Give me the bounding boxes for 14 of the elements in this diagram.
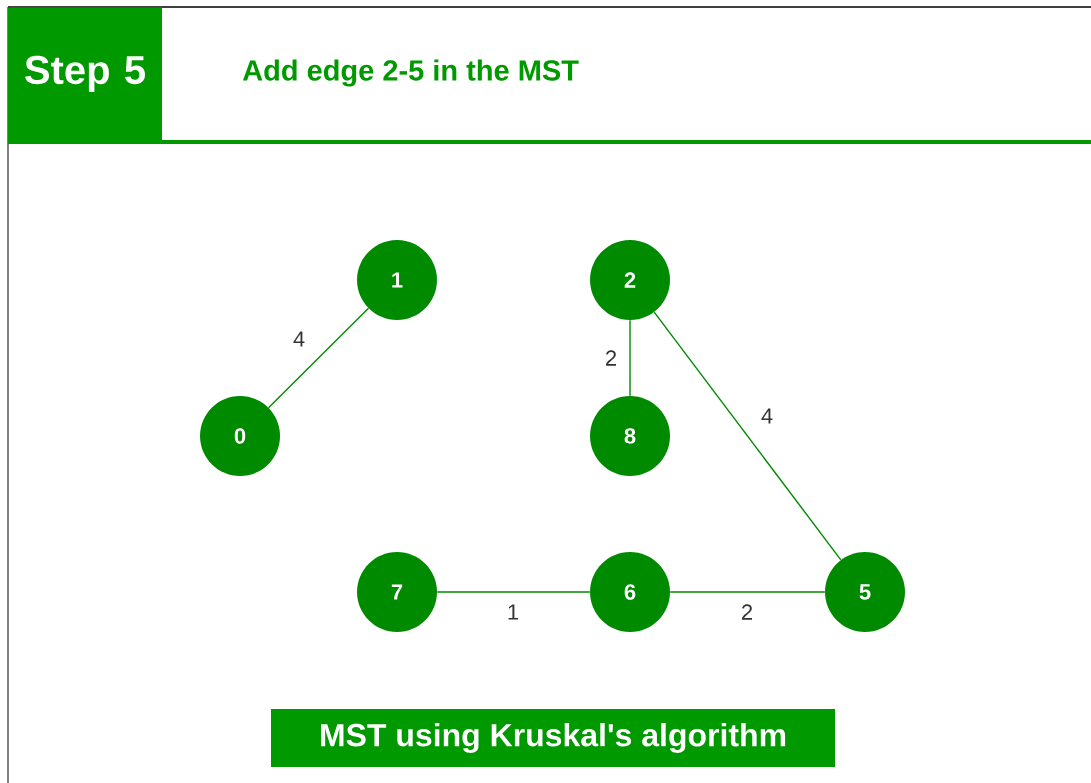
edge-line (436, 591, 591, 593)
edge-label: 4 (293, 331, 305, 347)
step-box: Step 5 (8, 7, 162, 141)
edge-label: 2 (742, 604, 753, 620)
edge-line (653, 311, 842, 561)
edge-label: 1 (508, 604, 519, 620)
step-title: Add edge 2-5 in the MST (242, 59, 579, 87)
edge-line (267, 307, 370, 409)
edge-line (629, 319, 631, 397)
edge-line (669, 591, 826, 593)
caption-banner: MST using Kruskal's algorithm (271, 709, 835, 767)
node-label: Step 5 (25, 55, 145, 93)
edge-label: 2 (606, 350, 617, 366)
edge-label: 4 (761, 408, 773, 424)
